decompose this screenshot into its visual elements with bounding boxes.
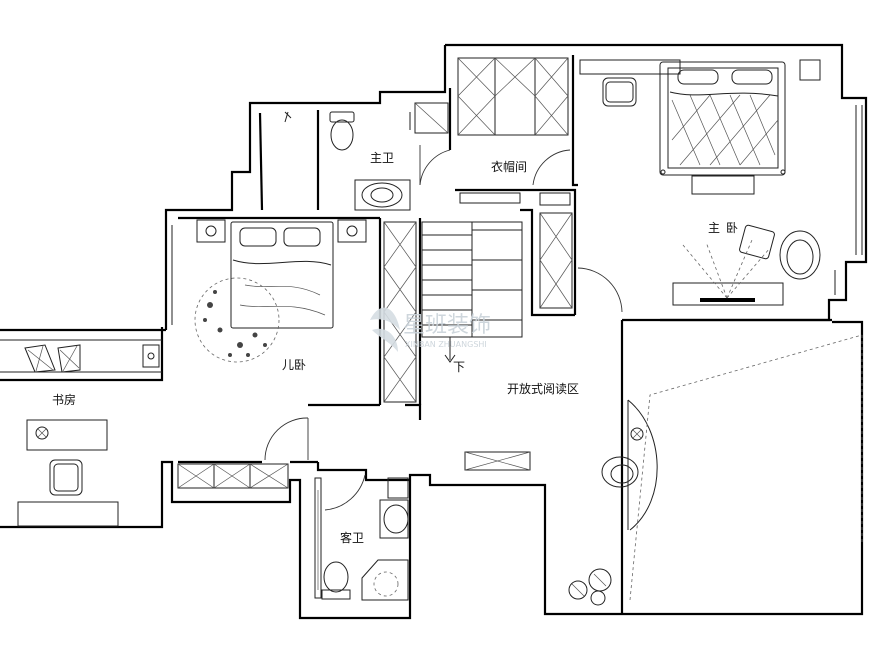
door-swings [264,145,623,511]
bedspread-hatch [669,91,779,166]
study-furniture [17,344,289,527]
watermark-subtext: XINBAN ZHUANGSHI [405,340,487,349]
walls [0,43,868,620]
watermark: 星班装饰 XINBAN ZHUANGSHI [370,307,491,352]
staircase [383,212,573,403]
cloakroom-wardrobes [457,57,571,206]
master-bath-fixtures [284,102,449,211]
windows [0,105,863,373]
label-guest-bath: 客卫 [340,530,364,545]
label-master-bedroom: 主卧 [708,221,744,235]
guest-bath-fixtures [314,477,409,601]
label-stairs-down: 下 [453,360,465,374]
label-master-bath: 主卫 [370,151,394,165]
kids-bedroom-furniture [194,219,367,363]
reading-area-furniture [464,334,863,606]
room-labels: 主卫 衣帽间 主卧 儿卧 书房 开放式阅读区 客卫 下 [52,151,744,545]
watermark-text: 星班装饰 [403,313,491,338]
label-kids-bedroom: 儿卧 [282,358,306,372]
label-reading-area: 开放式阅读区 [507,381,579,396]
label-cloakroom: 衣帽间 [491,159,527,174]
label-study: 书房 [52,392,76,407]
master-bedroom-furniture [579,59,821,306]
